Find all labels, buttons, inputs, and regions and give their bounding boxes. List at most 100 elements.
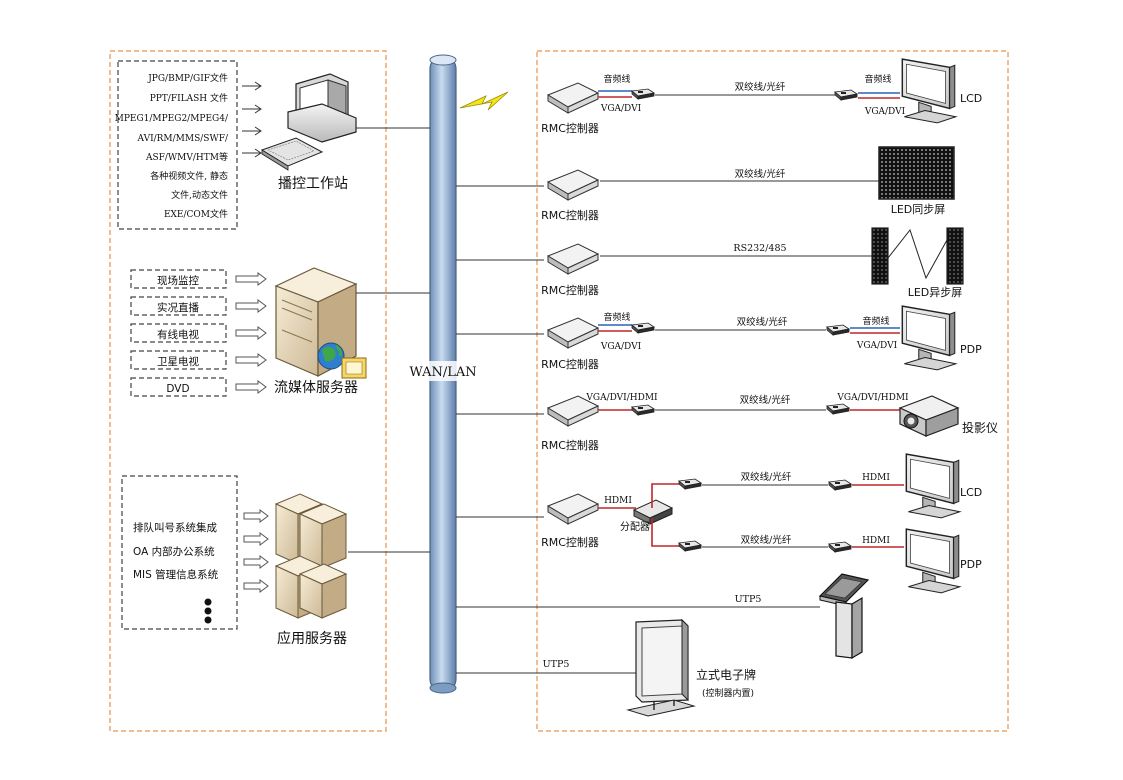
sign-label: 立式电子牌 [696,667,756,682]
row4-audio-label: 音频线 [603,311,630,323]
led-sync-screen-icon [878,146,955,200]
rmc-controller-icon [547,317,599,349]
row6-end2-label: HDMI [862,536,890,546]
pdp-monitor-icon [905,528,961,594]
row4-end-audio-label: 音频线 [862,315,889,327]
backbone-pipe: WAN/LAN [408,54,478,694]
row6-end1-label: HDMI [862,473,890,483]
media-source-item: 有线电视 [157,328,199,341]
standing-sign-icon [626,618,696,717]
row6-device2-label: PDP [960,558,982,571]
row1-end-vga-label: VGA/DVI [864,107,906,117]
app-server-icon [274,493,348,619]
projector-icon [898,395,960,437]
lcd-monitor-icon [901,58,957,124]
file-type-item: 各种视频文件, 静态 [150,170,228,182]
file-type-item: ASF/WMV/HTM等 [145,151,228,163]
wireless-bolt-icon [459,91,509,111]
rmc-controller-icon [547,243,599,275]
app-server-label: 应用服务器 [277,630,347,647]
app-system-item: OA 内部办公系统 [133,545,215,558]
pdp-monitor-icon [901,305,957,371]
row6-device1-label: LCD [960,486,982,499]
backbone-taps [456,185,820,674]
app-system-item: 排队叫号系统集成 [133,521,217,534]
row6-hdmi-label: HDMI [604,496,632,506]
row4-device-label: PDP [960,343,982,356]
file-type-item: MPEG1/MPEG2/MPEG4/ [115,114,229,124]
rmc-controller-label: RMC控制器 [541,208,599,222]
file-type-item: JPG/BMP/GIF文件 [147,72,228,84]
kiosk-terminal-icon [818,573,870,660]
connector-icon [678,540,702,552]
folder-icon [341,357,367,379]
splitter-icon [632,499,674,525]
rmc-controller-label: RMC控制器 [541,438,599,452]
row6-link2-label: 双绞线/光纤 [741,534,792,546]
row4-end-vga-label: VGA/DVI [856,341,898,351]
workstation-label: 播控工作站 [278,176,348,192]
rmc-controller-label: RMC控制器 [541,283,599,297]
workstation-computer-icon [260,73,357,171]
file-type-item: 文件,动态文件 [171,189,228,201]
connector-icon [826,403,850,415]
file-type-item: EXE/COM文件 [164,208,228,220]
row4-link-label: 双绞线/光纤 [737,316,788,328]
display-region [536,50,1009,732]
connector-icon [828,479,852,491]
more-items-icon [204,598,212,624]
row4-vga-label: VGA/DVI [600,342,642,352]
connector-icon [678,478,702,490]
row1-vga-label: VGA/DVI [600,104,642,114]
media-source-item: 卫星电视 [157,355,199,368]
connector-icon [828,541,852,553]
connector-icon [631,404,655,416]
media-server-icon [274,267,358,377]
sign-sublabel: (控制器内置) [702,687,754,699]
sign-link-label: UTP5 [543,659,570,670]
row1-audio-label: 音频线 [603,73,630,85]
lcd-monitor-icon [905,453,961,519]
backbone-label: WAN/LAN [409,365,476,380]
connector-icon [631,88,655,100]
row6-link1-label: 双绞线/光纤 [741,471,792,483]
row1-device-label: LCD [960,92,982,105]
rmc-controller-label: RMC控制器 [541,357,599,371]
source-region [109,50,387,732]
row1-link-label: 双绞线/光纤 [735,81,786,93]
rmc-controller-label: RMC控制器 [541,535,599,549]
media-arrows [235,272,267,394]
row2-device-label: LED同步屏 [891,203,946,216]
rmc-controller-label: RMC控制器 [541,121,599,135]
row2-link-label: 双绞线/光纤 [735,168,786,180]
media-source-item: DVD [166,383,189,395]
file-type-item: AVI/RM/MMS/SWF/ [137,134,229,144]
media-server-label: 流媒体服务器 [274,380,358,396]
row5-vga-label: VGA/DVI/HDMI [585,393,658,403]
row5-device-label: 投影仪 [962,420,998,435]
kiosk-link-label: UTP5 [735,594,762,605]
connector-icon [826,324,850,336]
app-systems-box [121,475,238,630]
row3-link-label: RS232/485 [733,243,786,254]
app-system-item: MIS 管理信息系统 [133,568,219,581]
rmc-controller-icon [547,82,599,114]
file-arrows [242,81,262,158]
rmc-controller-icon [547,493,599,525]
file-type-item: PPT/FILASH 文件 [150,92,228,104]
led-async-screen-icon [871,227,964,285]
splitter-label: 分配器 [620,521,650,533]
connector-icon [834,89,858,101]
row5-end-vga-label: VGA/DVI/HDMI [836,393,909,403]
media-source-item: 现场监控 [157,274,199,287]
media-source-list [130,269,227,397]
row3-device-label: LED异步屏 [908,286,963,299]
row5-link-label: 双绞线/光纤 [740,394,791,406]
connector-icon [631,322,655,334]
app-arrows [243,509,269,593]
row1-end-audio-label: 音频线 [864,73,891,85]
file-types-box [117,60,238,230]
globe-icon [317,342,345,370]
rmc-controller-icon [547,169,599,201]
